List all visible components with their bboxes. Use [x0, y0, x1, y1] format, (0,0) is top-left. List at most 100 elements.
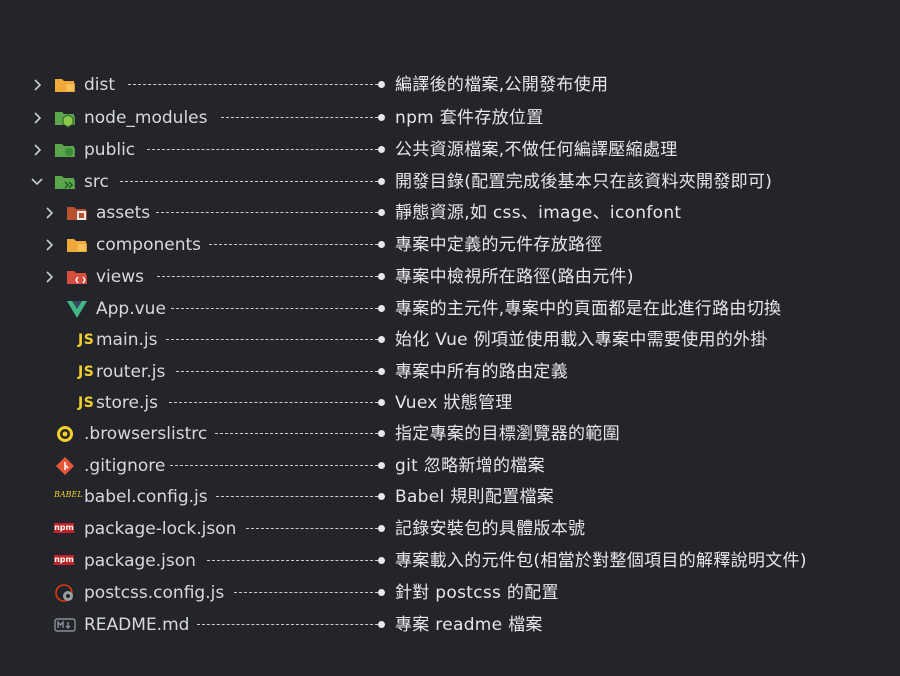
leader-dot — [378, 368, 385, 375]
file-name: store.js — [96, 393, 158, 413]
file-description: 專案的主元件,專案中的頁面都是在此進行路由切換 — [395, 299, 782, 319]
tree-row[interactable]: postcss.config.js 針對 postcss 的配置 — [0, 578, 900, 608]
chevron-right-icon[interactable] — [30, 141, 44, 159]
npm-icon: npm — [54, 555, 74, 565]
leader-dot — [378, 305, 385, 312]
tree-row[interactable]: assets 靜態資源,如 css、image、iconfont — [0, 198, 900, 228]
leader-line — [246, 528, 378, 529]
folder-views-icon — [66, 267, 88, 287]
leader-dot — [378, 430, 385, 437]
js-icon: JS — [78, 395, 95, 411]
tree-row[interactable]: views 專案中檢視所在路徑(路由元件) — [0, 262, 900, 292]
file-description: git 忽略新增的檔案 — [395, 456, 545, 476]
file-description: 專案中檢視所在路徑(路由元件) — [395, 267, 634, 287]
file-name: .gitignore — [84, 456, 166, 476]
leader-dot — [378, 462, 385, 469]
leader-line — [176, 371, 378, 372]
leader-dot — [378, 209, 385, 216]
file-name: .browserslistrc — [84, 424, 208, 444]
file-name: node_modules — [84, 108, 208, 128]
file-description: 指定專案的目標瀏覽器的範圍 — [395, 424, 620, 444]
leader-line — [216, 496, 378, 497]
leader-line — [170, 465, 378, 466]
file-name: router.js — [96, 362, 166, 382]
chevron-right-icon[interactable] — [30, 76, 44, 94]
folder-node-icon — [54, 108, 76, 128]
chevron-right-icon[interactable] — [42, 236, 56, 254]
file-name: README.md — [84, 615, 190, 635]
tree-row[interactable]: dist 編譯後的檔案,公開發布使用 — [0, 70, 900, 100]
file-name: views — [96, 267, 145, 287]
leader-line — [128, 84, 378, 85]
leader-line — [166, 339, 378, 340]
tree-row[interactable]: public 公共資源檔案,不做任何編譯壓縮處理 — [0, 135, 900, 165]
tree-row[interactable]: .gitignore git 忽略新增的檔案 — [0, 451, 900, 481]
leader-line — [157, 276, 378, 277]
file-description: 靜態資源,如 css、image、iconfont — [395, 203, 682, 223]
leader-dot — [378, 525, 385, 532]
tree-row[interactable]: .browserslistrc 指定專案的目標瀏覽器的範圍 — [0, 419, 900, 449]
file-description: 公共資源檔案,不做任何編譯壓縮處理 — [395, 140, 678, 160]
chevron-right-icon[interactable] — [42, 268, 56, 286]
vue-icon — [66, 299, 88, 319]
leader-dot — [378, 336, 385, 343]
folder-assets-icon — [66, 203, 88, 223]
leader-line — [171, 308, 378, 309]
leader-line — [221, 117, 378, 118]
leader-line — [120, 181, 378, 182]
folder-dist-icon — [54, 75, 76, 95]
js-icon: JS — [78, 364, 95, 380]
leader-line — [215, 433, 378, 434]
leader-line — [207, 560, 378, 561]
leader-line — [156, 212, 378, 213]
leader-line — [197, 624, 378, 625]
folder-public-icon — [54, 140, 76, 160]
tree-row[interactable]: node_modules npm 套件存放位置 — [0, 103, 900, 133]
leader-line — [234, 592, 378, 593]
chevron-right-icon[interactable] — [42, 204, 56, 222]
file-name: public — [84, 140, 136, 160]
chevron-down-icon[interactable] — [30, 173, 44, 191]
file-description: npm 套件存放位置 — [395, 108, 544, 128]
tree-row[interactable]: npm package.json 專案載入的元件包(相當於對整個項目的解釋說明文件) — [0, 546, 900, 576]
file-description: 始化 Vue 例項並使用載入專案中需要使用的外掛 — [395, 330, 768, 350]
leader-dot — [378, 589, 385, 596]
file-description: 記錄安裝包的具體版本號 — [395, 519, 586, 539]
file-description: 專案載入的元件包(相當於對整個項目的解釋說明文件) — [395, 551, 807, 571]
file-name: package.json — [84, 551, 196, 571]
file-name: babel.config.js — [84, 487, 208, 507]
file-description: 編譯後的檔案,公開發布使用 — [395, 75, 609, 95]
file-description: Vuex 狀態管理 — [395, 393, 513, 413]
file-name: assets — [96, 203, 151, 223]
browserslist-icon — [54, 424, 76, 444]
git-icon — [54, 456, 76, 476]
file-description: 專案中定義的元件存放路徑 — [395, 235, 603, 255]
chevron-right-icon[interactable] — [30, 109, 44, 127]
leader-line — [169, 402, 378, 403]
leader-dot — [378, 273, 385, 280]
file-description: 開發目錄(配置完成後基本只在該資料夾開發即可) — [395, 172, 773, 192]
file-name: postcss.config.js — [84, 583, 225, 603]
file-name: dist — [84, 75, 116, 95]
file-description: 專案中所有的路由定義 — [395, 362, 568, 382]
folder-src-icon — [54, 172, 76, 192]
file-description: 針對 postcss 的配置 — [395, 583, 559, 603]
leader-dot — [378, 81, 385, 88]
leader-dot — [378, 241, 385, 248]
leader-dot — [378, 114, 385, 121]
folder-components-icon — [66, 235, 88, 255]
leader-dot — [378, 621, 385, 628]
leader-dot — [378, 399, 385, 406]
file-name: main.js — [96, 330, 158, 350]
leader-dot — [378, 146, 385, 153]
leader-line — [209, 244, 378, 245]
